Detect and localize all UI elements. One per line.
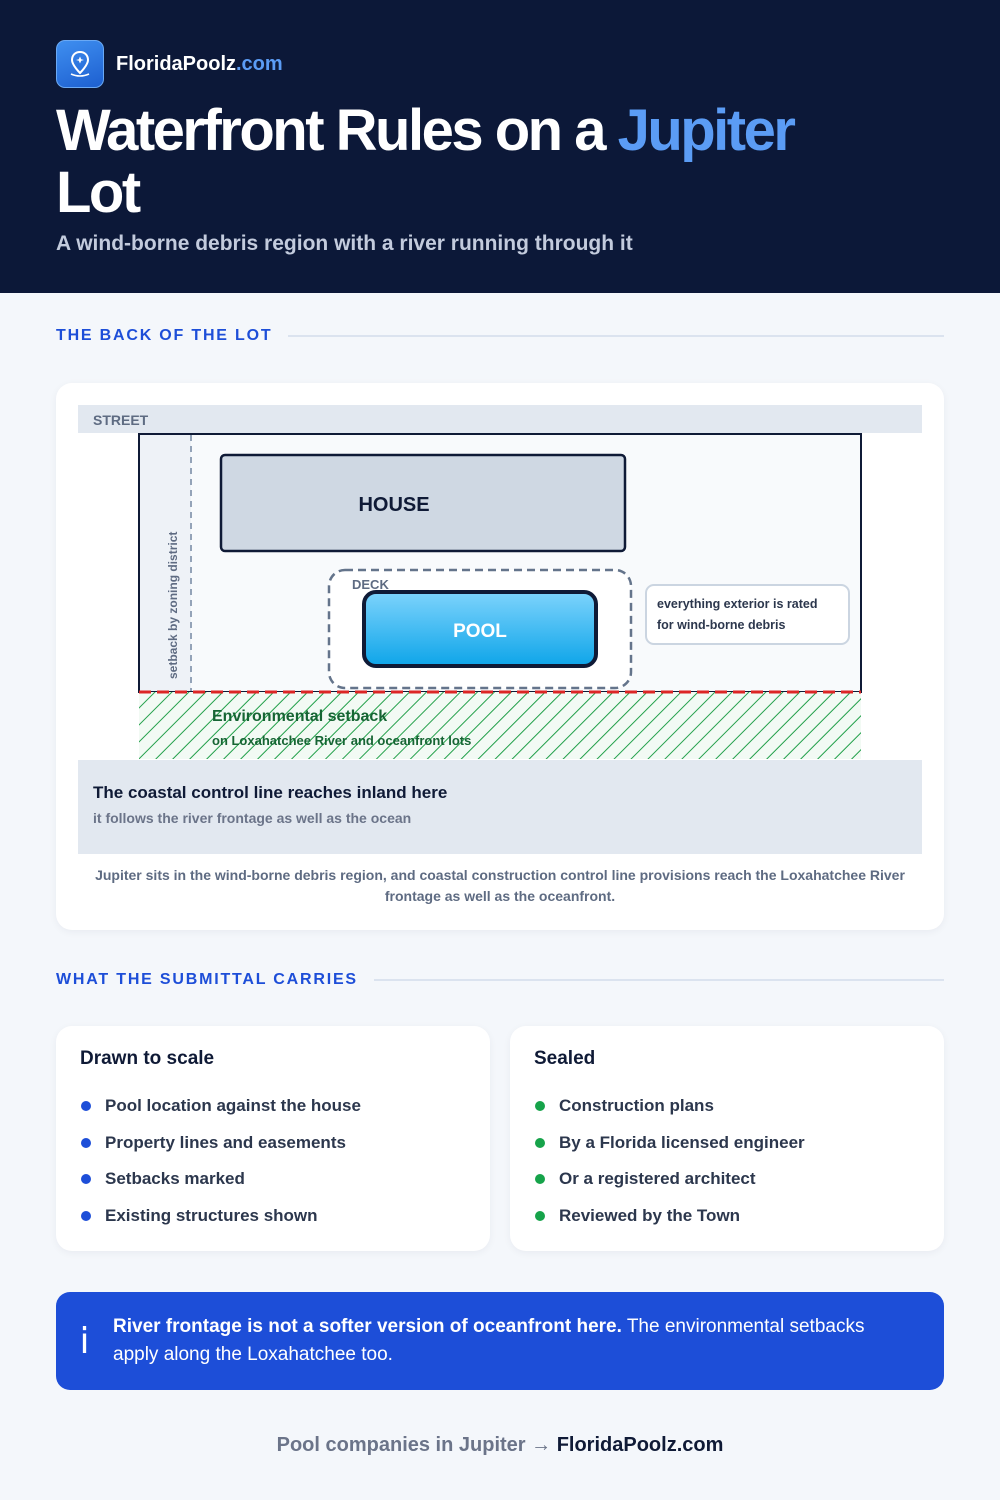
notice-bold: River frontage is not a softer version o… — [113, 1316, 622, 1337]
lot-diagram-card: STREET setback by zoning district HOUSE … — [56, 383, 944, 930]
pool-label: POOL — [453, 621, 507, 642]
brand-domain: .com — [236, 52, 283, 75]
sealed-card-title: Sealed — [534, 1048, 596, 1069]
house-label: HOUSE — [358, 494, 429, 516]
environmental-setback-zone — [139, 692, 861, 759]
bullet-dot-icon — [81, 1137, 91, 1148]
list-item-text: Setbacks marked — [105, 1169, 245, 1189]
title-end: Lot — [56, 160, 141, 225]
drawn-card-title: Drawn to scale — [80, 1048, 215, 1069]
brand-name-text: FloridaPoolz — [116, 52, 236, 75]
deck-label: DECK — [352, 577, 389, 592]
bullet-dot-icon — [81, 1210, 91, 1221]
list-item: Existing structures shown — [80, 1198, 466, 1235]
sealed-list: Construction plans By a Florida licensed… — [534, 1088, 920, 1234]
list-item-text: Construction plans — [559, 1096, 714, 1116]
lot-diagram: STREET setback by zoning district HOUSE … — [78, 405, 922, 854]
list-item: Pool location against the house — [80, 1088, 466, 1125]
section-divider — [288, 335, 944, 337]
list-item-text: By a Florida licensed engineer — [559, 1132, 805, 1152]
brand[interactable]: FloridaPoolz.com — [56, 40, 283, 88]
section-label-submittal: WHAT THE SUBMITTAL CARRIES — [56, 971, 944, 989]
section-divider — [373, 979, 944, 981]
list-item: Or a registered architect — [534, 1161, 920, 1198]
drawn-to-scale-card: Drawn to scale Pool location against the… — [56, 1026, 490, 1251]
diagram-caption: Jupiter sits in the wind-borne debris re… — [95, 867, 905, 904]
river-frontage-notice: i River frontage is not a softer version… — [56, 1292, 944, 1390]
list-item: Setbacks marked — [80, 1161, 466, 1198]
side-setback-strip — [140, 435, 191, 691]
list-item: Property lines and easements — [80, 1125, 466, 1162]
page-subtitle: A wind-borne debris region with a river … — [56, 232, 633, 255]
title-main: Waterfront Rules on a — [56, 98, 618, 163]
cccl-subtitle: it follows the river frontage as well as… — [93, 810, 411, 826]
footer-site-link[interactable]: FloridaPoolz.com — [556, 1434, 724, 1456]
sealed-card: Sealed Construction plans By a Florida l… — [510, 1026, 944, 1251]
side-setback-label: setback by zoning district — [166, 532, 180, 679]
brand-name: FloridaPoolz.com — [116, 53, 283, 76]
list-item-text: Existing structures shown — [105, 1205, 318, 1225]
bullet-dot-icon — [81, 1101, 91, 1112]
title-highlight: Jupiter — [617, 98, 796, 163]
section-label-lot: THE BACK OF THE LOT — [56, 327, 944, 345]
coastal-control-band — [78, 760, 922, 854]
bullet-dot-icon — [535, 1174, 545, 1185]
footer-prefix: Pool companies in Jupiter → — [276, 1434, 557, 1456]
info-icon: i — [79, 1320, 90, 1362]
section-label-lot-text: THE BACK OF THE LOT — [56, 327, 273, 344]
env-setback-subtitle: on Loxahatchee River and oceanfront lots — [212, 733, 471, 748]
pool — [362, 590, 598, 668]
notice-text: River frontage is not a softer version o… — [113, 1313, 913, 1369]
list-item-text: Pool location against the house — [105, 1096, 361, 1116]
list-item-text: Or a registered architect — [559, 1169, 756, 1189]
list-item: Construction plans — [534, 1088, 920, 1125]
house — [219, 453, 627, 553]
location-pin-icon — [56, 40, 104, 88]
bullet-dot-icon — [535, 1137, 545, 1148]
header-banner: FloridaPoolz.com Waterfront Rules on a J… — [0, 0, 1000, 293]
callout-line-1: everything exterior is rated — [657, 597, 817, 611]
notice-body: The environmental setbacks apply along t… — [113, 1316, 865, 1365]
drawn-list: Pool location against the house Property… — [80, 1088, 466, 1234]
bullet-dot-icon — [535, 1210, 545, 1221]
cccl-title: The coastal control line reaches inland … — [93, 783, 447, 802]
wind-debris-callout — [645, 584, 850, 645]
bullet-dot-icon — [81, 1174, 91, 1185]
street-label: STREET — [93, 412, 149, 428]
list-item-text: Property lines and easements — [105, 1132, 346, 1152]
callout-line-2: for wind-borne debris — [657, 618, 786, 632]
list-item-text: Reviewed by the Town — [559, 1205, 741, 1225]
env-setback-title: Environmental setback — [212, 708, 387, 725]
list-item: Reviewed by the Town — [534, 1198, 920, 1235]
list-item: By a Florida licensed engineer — [534, 1125, 920, 1162]
footer: Pool companies in Jupiter → FloridaPoolz… — [0, 1434, 1000, 1457]
bullet-dot-icon — [535, 1101, 545, 1112]
section-label-submittal-text: WHAT THE SUBMITTAL CARRIES — [56, 971, 358, 988]
street-band — [78, 405, 922, 433]
